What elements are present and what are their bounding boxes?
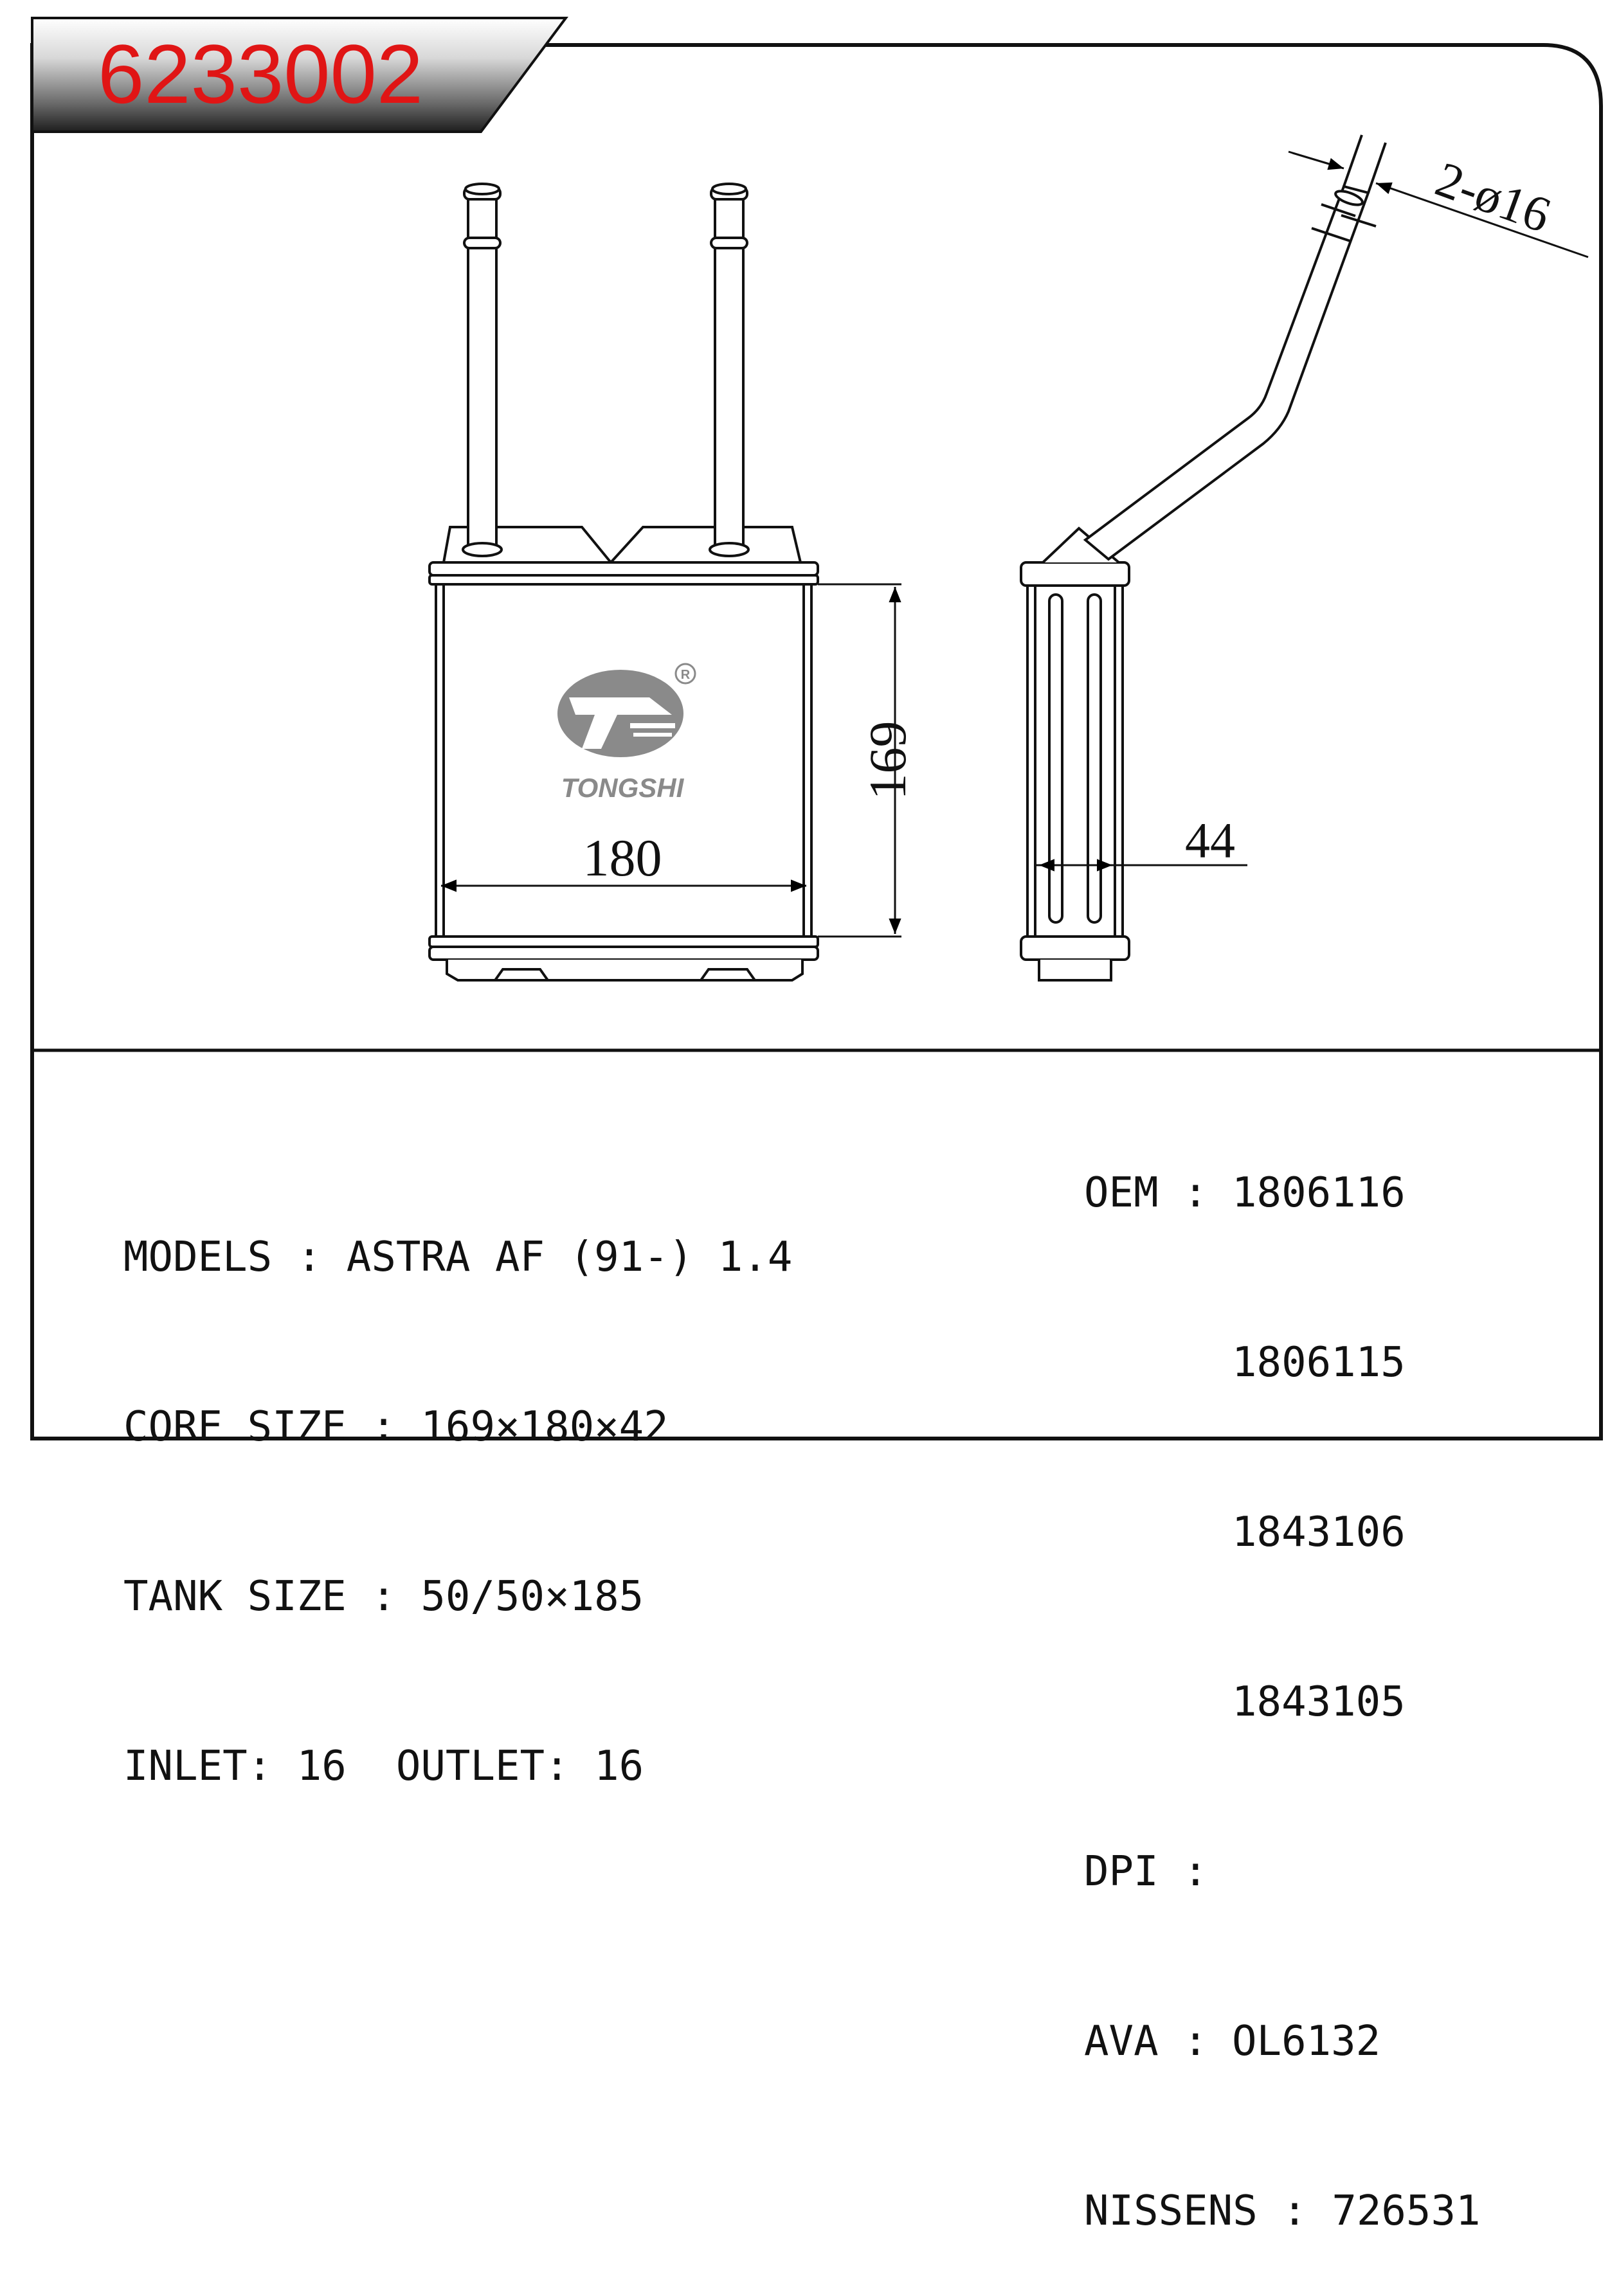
nissens-value: 726531 <box>1332 2187 1481 2235</box>
side-top-flange <box>1020 561 1130 587</box>
inlet-outlet-row: INLET: 16 OUTLET: 16 <box>123 1743 644 1790</box>
outer-frame <box>30 43 1603 1440</box>
oem-row-3: 1843106 <box>1084 1504 1481 1561</box>
height-value: 169 <box>858 721 917 800</box>
height-dimension: 169 <box>818 583 917 938</box>
oem-row-4: 1843105 <box>1084 1674 1481 1730</box>
dpi-row: DPI : <box>1084 1848 1233 1896</box>
models-value: ASTRA AF (91-) 1.4 <box>346 1233 793 1281</box>
side-bottom-flange <box>1020 935 1130 961</box>
bottom-flange <box>428 935 819 948</box>
bottom-tank <box>446 960 804 982</box>
oem-number-2: 1806115 <box>1232 1339 1406 1386</box>
nissens-row: NISSENS : 726531 <box>1084 2187 1481 2235</box>
core <box>435 583 813 938</box>
spec-block: MODELS : ASTRA AF (91-) 1.4 CORE SIZE : … <box>123 1116 792 1851</box>
side-bottom-tank <box>1038 960 1112 982</box>
pipe-note: 2-ø16 <box>1429 150 1558 243</box>
models-label: MODELS <box>123 1233 273 1281</box>
front-view <box>428 183 819 982</box>
depth-dimension: 44 <box>1036 812 1247 872</box>
side-core <box>1026 584 1124 938</box>
inlet-label: INLET <box>123 1743 248 1790</box>
ava-value: OL6132 <box>1232 2018 1381 2065</box>
top-flange-lower <box>428 574 819 586</box>
oem-number-3: 1843106 <box>1232 1509 1406 1556</box>
tongshi-logo: R TONGSHI <box>557 663 696 803</box>
depth-value: 44 <box>1185 812 1235 868</box>
tank-size-row: TANK SIZE : 50/50×185 <box>123 1573 644 1620</box>
models-row: MODELS : ASTRA AF (91-) 1.4 <box>123 1233 793 1281</box>
part-number-banner <box>31 17 568 133</box>
side-view <box>1020 134 1387 982</box>
outlet-value: 16 <box>594 1743 644 1790</box>
part-number: 6233002 <box>98 27 423 121</box>
brand-name: TONGSHI <box>561 773 685 803</box>
tank-size-value: 50/50×185 <box>421 1573 644 1620</box>
top-flange <box>428 561 819 577</box>
dpi-label: DPI <box>1084 1848 1159 1896</box>
side-slot-right <box>1087 593 1102 924</box>
core-size-value: 169×180×42 <box>421 1403 669 1451</box>
nissens-label: NISSENS <box>1084 2187 1258 2235</box>
core-size-label: CORE SIZE <box>123 1403 347 1451</box>
outlet-label: OUTLET <box>395 1743 545 1790</box>
tank-size-label: TANK SIZE <box>123 1573 347 1620</box>
side-slot-left <box>1048 593 1063 924</box>
registered-mark: R <box>681 668 691 682</box>
bottom-flange-lower <box>428 946 819 961</box>
heater-core-drawing-sheet: 6233002 <box>30 17 1603 1440</box>
oem-number-4: 1843105 <box>1232 1678 1406 1726</box>
ava-row: AVA : OL6132 <box>1084 2018 1381 2065</box>
oem-row-2: 1806115 <box>1084 1334 1481 1391</box>
outlet-pipe <box>709 183 750 557</box>
width-dimension: 180 <box>441 829 806 892</box>
ava-label: AVA <box>1084 2018 1159 2065</box>
reference-block: OEM : 1806116 1806115 1843106 1843105 DP… <box>1084 1052 1481 2296</box>
core-size-row: CORE SIZE : 169×180×42 <box>123 1403 669 1451</box>
oem-label: OEM <box>1084 1169 1159 1217</box>
side-pipe <box>1083 184 1370 561</box>
width-value: 180 <box>583 829 662 887</box>
oem-row: OEM : 1806116 <box>1084 1169 1406 1217</box>
oem-number-1: 1806116 <box>1232 1169 1406 1217</box>
inlet-pipe <box>462 183 503 557</box>
inlet-value: 16 <box>296 1743 347 1790</box>
